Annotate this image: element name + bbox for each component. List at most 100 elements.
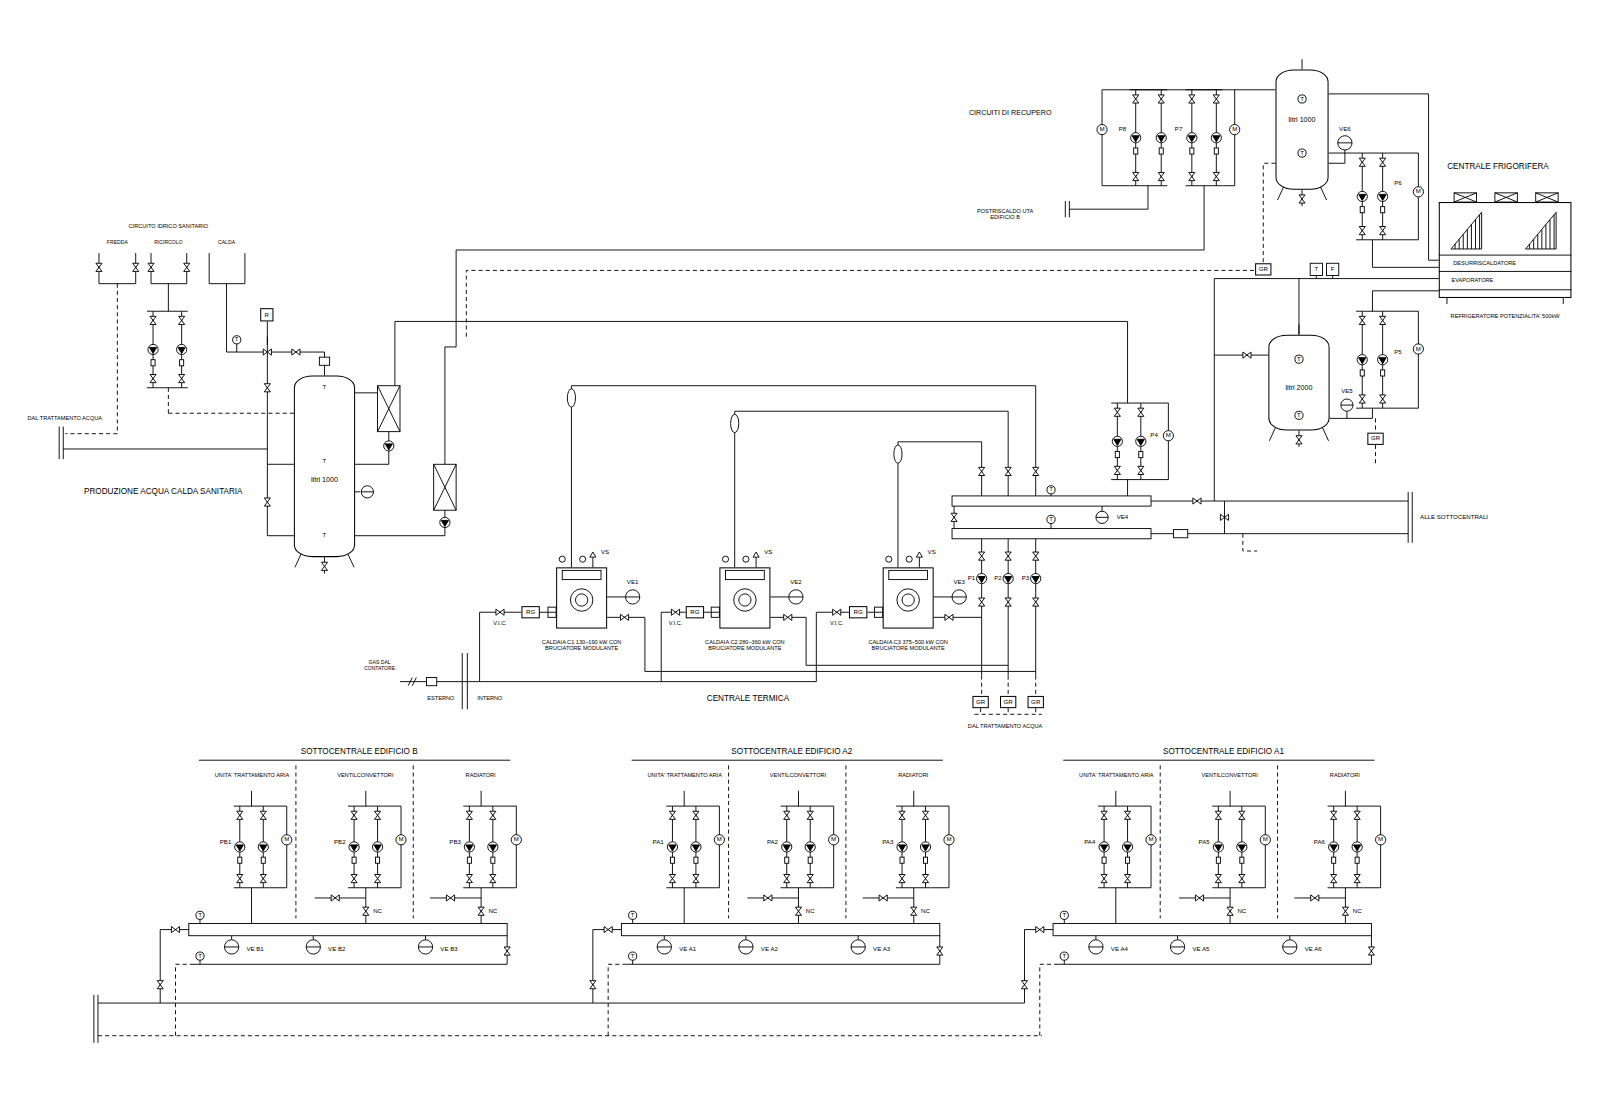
pipe-line xyxy=(627,964,940,965)
coil-hatch xyxy=(1533,239,1534,249)
valve-symbol xyxy=(979,552,985,560)
tag-label: T xyxy=(1048,516,1054,523)
expansion-vessel xyxy=(1096,517,1108,518)
valve-symbol xyxy=(321,562,327,570)
pipe-line xyxy=(1230,888,1231,924)
valve-symbol xyxy=(951,513,957,521)
tag-label: P6 xyxy=(1393,180,1403,187)
expansion-vessel xyxy=(306,946,320,947)
caption-label: DAL TRATTAMENTO ACQUA xyxy=(27,415,104,421)
expansion-vessel xyxy=(657,940,671,954)
pipe-line xyxy=(1147,403,1168,480)
wall-line xyxy=(462,653,463,709)
valve-symbol xyxy=(1133,172,1139,180)
coil-hatch xyxy=(1541,229,1542,249)
pipe-line xyxy=(1102,506,1103,511)
valve-symbol xyxy=(1124,874,1130,882)
break-mark xyxy=(412,678,416,686)
coil-hatch xyxy=(1545,224,1546,248)
caption-label: SOTTOCENTRALE EDIFICIO A2 xyxy=(730,747,853,756)
pipe-line xyxy=(770,617,1008,665)
fan-symbol xyxy=(1536,193,1558,202)
instrument-symbol xyxy=(1295,411,1303,419)
coil-hatch xyxy=(1549,220,1550,249)
tag-label: PB2 xyxy=(333,839,347,846)
pipe-line xyxy=(1051,523,1052,528)
tag-label: T xyxy=(234,336,240,343)
tag-label: NC xyxy=(372,908,383,915)
heat-exchanger xyxy=(434,464,456,510)
valve-symbol xyxy=(150,374,156,382)
pipe-line xyxy=(666,806,702,807)
pump-symbol xyxy=(1378,191,1388,201)
expansion-vessel xyxy=(1089,940,1103,954)
unit-foot xyxy=(1446,298,1447,304)
pump-symbol xyxy=(1211,133,1221,143)
caption-label: PRODUZIONE ACQUA CALDA SANITARIA xyxy=(83,487,244,496)
check-valve xyxy=(261,857,265,863)
pipe-line xyxy=(1186,185,1223,186)
tank-leg xyxy=(295,554,301,567)
caption-label: VENTILCONVETTORI xyxy=(1200,772,1258,778)
pump-symbol xyxy=(1158,136,1165,142)
control-panel xyxy=(889,570,928,579)
air-separator xyxy=(731,414,739,432)
tag-label: M xyxy=(1147,836,1154,843)
valve-symbol xyxy=(784,614,792,620)
tag-label: T xyxy=(1061,953,1067,960)
valve-symbol xyxy=(490,811,496,819)
check-valve xyxy=(1332,857,1336,863)
valve-symbol xyxy=(1227,907,1233,915)
tag-label: T xyxy=(197,912,203,919)
pump-symbol xyxy=(667,842,677,852)
pump-symbol xyxy=(440,517,450,527)
pipe-line xyxy=(98,1003,1025,1004)
pipe-line xyxy=(209,253,245,284)
motor-symbol xyxy=(714,835,724,845)
valve-symbol xyxy=(1243,352,1251,358)
valve-symbol xyxy=(1133,95,1139,103)
pump-symbol xyxy=(1005,577,1012,583)
valve-symbol xyxy=(1189,172,1195,180)
pipe-line xyxy=(445,186,1204,465)
pump-symbol xyxy=(236,845,243,851)
pipe-line xyxy=(1346,411,1347,418)
coil-hatch xyxy=(1467,229,1468,249)
caption-label: CIRCUITI DI RECUPERO xyxy=(968,109,1053,117)
valve-symbol xyxy=(979,598,985,606)
instrument-symbol xyxy=(1047,515,1055,523)
caption-label: RADIATORI xyxy=(465,772,497,778)
pipe-line xyxy=(63,448,267,449)
pipe-line xyxy=(1356,153,1389,154)
pipe-line xyxy=(1102,90,1130,186)
valve-symbol xyxy=(96,263,102,271)
motor-symbol xyxy=(1260,835,1270,845)
pump-symbol xyxy=(1215,845,1222,851)
expansion-vessel xyxy=(361,491,373,492)
pipe-line xyxy=(1130,89,1168,90)
pipe-line xyxy=(1051,494,1052,496)
caption-label: VE A5 xyxy=(1191,945,1210,952)
valve-symbol xyxy=(1359,158,1365,166)
valve-symbol xyxy=(1114,466,1120,474)
pipe-line xyxy=(236,344,237,352)
valve-symbol xyxy=(764,895,772,901)
instrument-box xyxy=(1327,263,1339,275)
tag-label: T xyxy=(322,458,328,465)
pipe-line xyxy=(1214,279,1215,501)
meter-box: GR xyxy=(1367,433,1383,445)
node-text: RG xyxy=(689,609,700,616)
valve-symbol xyxy=(1005,552,1011,560)
pipe-line xyxy=(1243,534,1257,551)
expansion-vessel xyxy=(1341,399,1353,411)
signal-line xyxy=(267,321,268,344)
heat-exchanger xyxy=(434,464,456,510)
pipe-cap xyxy=(1069,201,1070,217)
pipe-line xyxy=(974,714,1041,715)
pipe-line xyxy=(430,897,481,898)
pipe-line xyxy=(1130,185,1168,186)
pump-symbol xyxy=(782,842,792,852)
check-valve xyxy=(694,857,698,863)
caption-label: RADIATORI xyxy=(1329,772,1361,778)
